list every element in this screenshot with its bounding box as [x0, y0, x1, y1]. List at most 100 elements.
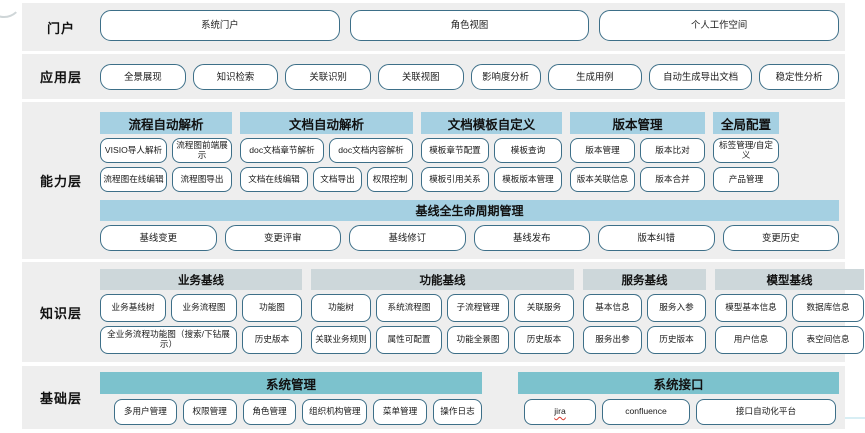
jira-label: jira	[554, 406, 566, 417]
base-item-menu-mgmt[interactable]: 菜单管理	[373, 399, 427, 425]
group-header-business-baseline: 业务基线	[100, 269, 302, 290]
know-item-related-business-rule[interactable]: 关联业务规则	[311, 326, 371, 354]
know-item-related-service[interactable]: 关联服务	[514, 294, 574, 322]
cap-item-template-reference[interactable]: 模板引用关系	[421, 167, 489, 192]
layer-label-portal: 门户	[46, 20, 75, 36]
group-header-process-parse: 流程自动解析	[100, 112, 232, 134]
cap-item-flowchart-export[interactable]: 流程图导出	[172, 167, 232, 192]
cap-item-flowchart-frontend-display[interactable]: 流程图前端展示	[172, 138, 232, 163]
base-item-operation-log[interactable]: 操作日志	[433, 399, 482, 425]
portal-item-role-view[interactable]: 角色视图	[349, 10, 590, 41]
lifecycle-item-version-correction[interactable]: 版本纠错	[598, 225, 715, 251]
knowledge-group-service-baseline: 服务基线 基本信息 服务入参 服务出参 历史版本	[583, 269, 706, 354]
base-item-jira[interactable]: jira	[524, 399, 596, 425]
app-item-knowledge-search[interactable]: 知识检索	[192, 64, 279, 90]
lifecycle-item-change-history[interactable]: 变更历史	[722, 225, 839, 251]
app-item-impact-analysis[interactable]: 影响度分析	[470, 64, 541, 90]
capability-group-doc-template: 文档模板自定义 模板章节配置 模板查询 模板引用关系 模板版本管理	[421, 112, 562, 192]
lifecycle-item-baseline-change[interactable]: 基线变更	[100, 225, 217, 251]
cap-item-template-version-mgmt[interactable]: 模板版本管理	[494, 167, 562, 192]
know-item-service-output-param[interactable]: 服务出参	[583, 326, 642, 354]
layer-band-application: 应用层 全景展现 知识检索 关联识别 关联视图 影响度分析 生成用例 自动生成导…	[22, 54, 845, 99]
layer-body-foundation: 系统管理 多用户管理 权限管理 角色管理 组织机构管理 菜单管理 操作日志 系统…	[100, 366, 839, 429]
layer-band-knowledge: 知识层 业务基线 业务基线树 业务流程图 功能图 全业务流程功能图（搜索/下钻展…	[22, 262, 864, 362]
cap-item-product-mgmt[interactable]: 产品管理	[713, 167, 779, 192]
layer-label-capability: 能力层	[39, 174, 82, 189]
cap-item-doc-export[interactable]: 文档导出	[313, 167, 362, 192]
know-item-subprocess-mgmt[interactable]: 子流程管理	[447, 294, 509, 322]
corner-arc-decoration	[0, 0, 22, 18]
cap-item-doc-chapter-parse[interactable]: doc文档章节解析	[240, 138, 324, 163]
app-item-relation-view[interactable]: 关联视图	[377, 64, 464, 90]
know-item-business-flowchart[interactable]: 业务流程图	[171, 294, 237, 322]
lifecycle-item-baseline-release[interactable]: 基线发布	[473, 225, 590, 251]
layer-label-knowledge: 知识层	[39, 305, 82, 321]
app-item-auto-export-doc[interactable]: 自动生成导出文档	[649, 64, 753, 90]
know-item-function-panorama[interactable]: 功能全景图	[447, 326, 509, 354]
know-item-model-basic-info[interactable]: 模型基本信息	[715, 294, 787, 322]
know-item-database-info[interactable]: 数据库信息	[792, 294, 864, 322]
know-item-business-baseline-tree[interactable]: 业务基线树	[100, 294, 166, 322]
foundation-group-system-interface: 系统接口 jira confluence 接口自动化平台	[518, 372, 839, 425]
app-item-panorama[interactable]: 全景展现	[100, 64, 186, 90]
group-header-global-config: 全局配置	[713, 112, 779, 134]
portal-item-system-portal[interactable]: 系统门户	[100, 10, 340, 41]
layer-band-portal: 门户 系统门户 角色视图 个人工作空间	[22, 3, 845, 51]
know-item-function-tree[interactable]: 功能树	[311, 294, 371, 322]
base-item-org-structure-mgmt[interactable]: 组织机构管理	[302, 399, 368, 425]
know-item-system-flowchart[interactable]: 系统流程图	[376, 294, 442, 322]
lifecycle-item-baseline-revision[interactable]: 基线修订	[349, 225, 466, 251]
cap-item-doc-online-edit[interactable]: 文档在线编辑	[240, 167, 308, 192]
layer-band-capability: 能力层 流程自动解析 VISIO导人解析 流程图前端展示 流程图在线编辑 流程图…	[22, 102, 845, 259]
knowledge-group-model-baseline: 模型基线 模型基本信息 数据库信息 用户信息 表空间信息	[715, 269, 864, 354]
base-item-permission-mgmt[interactable]: 权限管理	[182, 399, 237, 425]
cap-item-template-chapter-config[interactable]: 模板章节配置	[421, 138, 489, 163]
know-item-history-version-function[interactable]: 历史版本	[514, 326, 574, 354]
layer-label-foundation: 基础层	[39, 391, 82, 406]
layer-body-capability: 流程自动解析 VISIO导人解析 流程图前端展示 流程图在线编辑 流程图导出 文…	[100, 102, 839, 259]
group-header-doc-parse: 文档自动解析	[240, 112, 413, 134]
app-item-stability-analysis[interactable]: 稳定性分析	[759, 64, 839, 90]
know-item-user-info[interactable]: 用户信息	[715, 326, 787, 354]
group-header-baseline-lifecycle: 基线全生命周期管理	[100, 200, 839, 221]
group-header-service-baseline: 服务基线	[583, 269, 706, 290]
base-item-multi-user-mgmt[interactable]: 多用户管理	[114, 399, 177, 425]
cap-item-version-compare[interactable]: 版本比对	[640, 138, 705, 163]
cap-item-version-relation-info[interactable]: 版本关联信息	[570, 167, 635, 192]
group-header-model-baseline: 模型基线	[715, 269, 864, 290]
lifecycle-item-change-review[interactable]: 变更评审	[224, 225, 341, 251]
know-item-tablespace-info[interactable]: 表空间信息	[792, 326, 864, 354]
cap-item-permission-control[interactable]: 权限控制	[367, 167, 413, 192]
know-item-attribute-configurable[interactable]: 属性可配置	[376, 326, 442, 354]
group-header-doc-template: 文档模板自定义	[421, 112, 562, 134]
app-item-relation-recognition[interactable]: 关联识别	[285, 64, 371, 90]
cap-item-doc-content-parse[interactable]: doc文档内容解析	[329, 138, 413, 163]
cap-item-tag-mgmt-custom[interactable]: 标签管理/自定义	[713, 138, 779, 163]
cap-item-version-manage[interactable]: 版本管理	[570, 138, 635, 163]
knowledge-group-business-baseline: 业务基线 业务基线树 业务流程图 功能图 全业务流程功能图（搜索/下钻展示） 历…	[100, 269, 302, 354]
group-header-system-interface: 系统接口	[518, 372, 839, 394]
know-item-full-business-flow-function-diagram[interactable]: 全业务流程功能图（搜索/下钻展示）	[100, 326, 237, 354]
group-header-system-mgmt: 系统管理	[100, 372, 482, 394]
layer-label-application: 应用层	[39, 70, 82, 85]
know-item-service-input-param[interactable]: 服务入参	[647, 294, 706, 322]
cap-item-flowchart-online-edit[interactable]: 流程图在线编辑	[100, 167, 167, 192]
cap-item-version-merge[interactable]: 版本合并	[640, 167, 705, 192]
base-item-interface-automation-platform[interactable]: 接口自动化平台	[696, 399, 836, 425]
base-item-role-mgmt[interactable]: 角色管理	[242, 399, 297, 425]
portal-item-personal-workspace[interactable]: 个人工作空间	[599, 10, 840, 41]
app-item-generate-usecase[interactable]: 生成用例	[547, 64, 643, 90]
know-item-function-diagram[interactable]: 功能图	[242, 294, 302, 322]
layer-body-portal: 系统门户 角色视图 个人工作空间	[100, 3, 840, 51]
know-item-history-version-business[interactable]: 历史版本	[242, 326, 302, 354]
capability-group-version-mgmt: 版本管理 版本管理 版本比对 版本关联信息 版本合并	[570, 112, 705, 192]
know-item-basic-info[interactable]: 基本信息	[583, 294, 642, 322]
base-item-confluence[interactable]: confluence	[602, 399, 690, 425]
layer-body-knowledge: 业务基线 业务基线树 业务流程图 功能图 全业务流程功能图（搜索/下钻展示） 历…	[100, 262, 864, 362]
cap-item-template-query[interactable]: 模板查询	[494, 138, 562, 163]
cap-item-visio-import-parse[interactable]: VISIO导人解析	[100, 138, 167, 163]
knowledge-group-function-baseline: 功能基线 功能树 系统流程图 子流程管理 关联服务 关联业务规则 属性可配置 功…	[311, 269, 574, 354]
know-item-history-version-service[interactable]: 历史版本	[647, 326, 706, 354]
capability-group-process-parse: 流程自动解析 VISIO导人解析 流程图前端展示 流程图在线编辑 流程图导出	[100, 112, 232, 192]
